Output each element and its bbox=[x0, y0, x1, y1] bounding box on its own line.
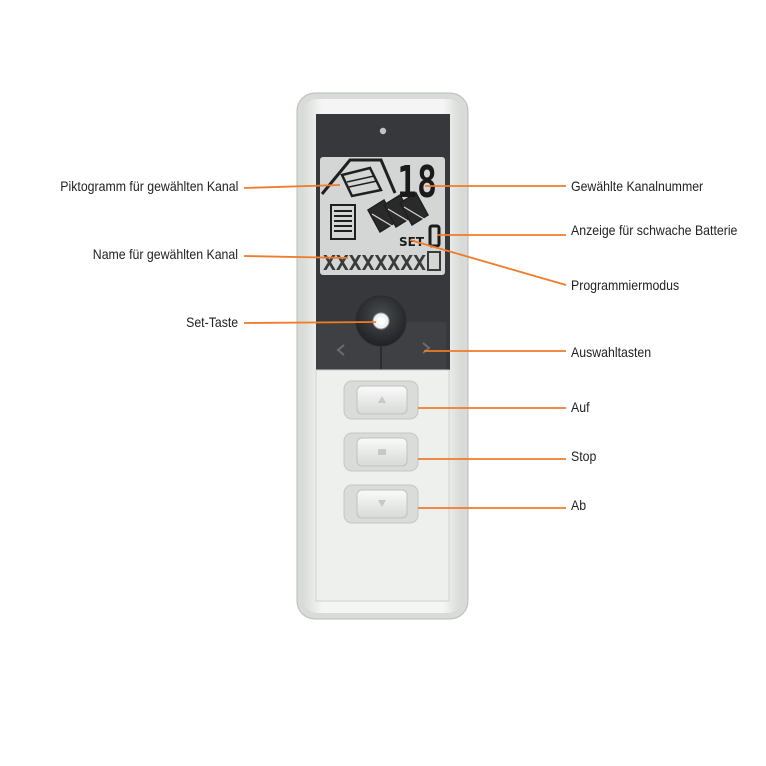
label-down: Ab bbox=[571, 497, 587, 513]
channel-pictogram-icon bbox=[320, 158, 397, 198]
down-button[interactable] bbox=[343, 484, 419, 524]
label-stop: Stop bbox=[571, 448, 597, 464]
status-led bbox=[379, 127, 387, 135]
label-selection-keys: Auswahltasten bbox=[571, 344, 652, 360]
awning-icon bbox=[367, 191, 429, 234]
leader-lines bbox=[243, 184, 567, 509]
arrow-up-icon bbox=[378, 396, 386, 403]
label-pictogram: Piktogramm für gewählten Kanal bbox=[59, 178, 238, 194]
arrow-down-icon bbox=[378, 500, 386, 507]
stop-button[interactable] bbox=[343, 432, 419, 472]
channel-number: 18 bbox=[397, 157, 437, 208]
label-low-battery: Anzeige für schwache Batterie bbox=[571, 222, 738, 238]
set-indicator: SET bbox=[399, 235, 425, 249]
leader-pictogram bbox=[243, 184, 341, 189]
segment-digit bbox=[427, 251, 441, 271]
label-channel-number: Gewählte Kanalnummer bbox=[571, 178, 704, 194]
selection-keys bbox=[316, 322, 446, 370]
leader-set-button bbox=[243, 321, 377, 324]
chevron-left-icon bbox=[336, 344, 345, 356]
leader-programming-mode bbox=[409, 239, 567, 286]
label-channel-name: Name für gewählten Kanal bbox=[92, 246, 238, 262]
leader-channel-name bbox=[243, 255, 349, 259]
label-programming-mode: Programmiermodus bbox=[571, 277, 680, 293]
label-up: Auf bbox=[571, 399, 590, 415]
label-set-button: Set-Taste bbox=[185, 314, 238, 330]
shutter-icon bbox=[330, 204, 356, 240]
lcd-display: 18 SET XXXXXXXX bbox=[320, 157, 445, 275]
channel-name: XXXXXXXX bbox=[323, 251, 426, 275]
up-button[interactable] bbox=[343, 380, 419, 420]
set-button[interactable] bbox=[355, 295, 407, 347]
stop-square-icon bbox=[378, 449, 386, 455]
low-battery-indicator bbox=[428, 224, 441, 248]
